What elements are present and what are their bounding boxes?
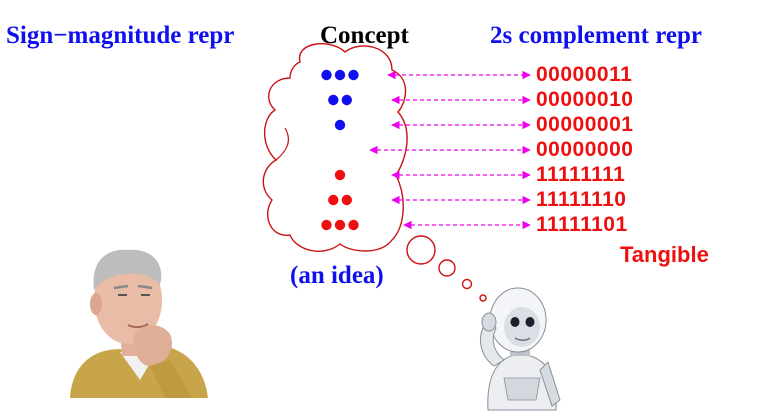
bit-pattern-0: 00000011 (536, 63, 633, 86)
man-hair (93, 249, 162, 290)
concept-dot-blue-2-0 (334, 119, 346, 131)
thought-bubble-medium (438, 259, 456, 277)
concept-dot-blue-0-2 (348, 69, 359, 81)
robot-face (504, 307, 540, 347)
bit-pattern-5: 11111110 (536, 188, 627, 211)
concept-dot-red-6-2 (348, 219, 359, 231)
robot-chest-panel (503, 377, 541, 401)
thought-bubble-tiny (479, 294, 487, 302)
concept-dot-blue-0-1 (334, 69, 346, 81)
thought-cloud (262, 43, 408, 252)
concept-dot-red-4-0 (334, 169, 346, 181)
tangible-label: Tangible (620, 242, 709, 267)
thought-bubble-small (461, 278, 473, 290)
thought-bubble-large (406, 235, 436, 265)
bit-pattern-6: 11111101 (536, 213, 628, 236)
man-hand (133, 325, 172, 366)
robot-eye-left (510, 317, 520, 327)
robot-eye-right (525, 317, 535, 327)
concept-dot-red-5-1 (341, 194, 352, 206)
bit-pattern-3: 00000000 (536, 138, 634, 161)
heading-twos-complement: 2s complement repr (490, 22, 702, 49)
concept-dot-red-6-1 (334, 219, 346, 231)
robot-hand (481, 312, 497, 332)
man-head (94, 256, 162, 344)
concept-dot-blue-1-0 (328, 94, 339, 106)
thinking-robot-illustration (479, 287, 561, 411)
man-ear (90, 293, 102, 315)
bit-pattern-4: 11111111 (536, 163, 626, 186)
robot-mouth (514, 337, 531, 341)
man-mouth (127, 323, 149, 329)
robot-arm-lowered (539, 361, 561, 407)
robot-arm-raised (479, 323, 505, 367)
bit-pattern-2: 00000001 (536, 113, 634, 136)
concept-dot-red-5-0 (328, 194, 339, 206)
heading-concept: Concept (320, 22, 409, 49)
concept-dot-blue-1-1 (341, 94, 352, 106)
thought-cloud-inner-curve (275, 127, 289, 161)
idea-label: (an idea) (290, 262, 384, 289)
bit-pattern-1: 00000010 (536, 88, 634, 111)
concept-dot-blue-0-0 (321, 69, 332, 81)
man-arm (150, 360, 192, 398)
thinking-man-illustration (70, 249, 208, 398)
heading-sign-magnitude: Sign−magnitude repr (6, 22, 235, 49)
man-eyebrows (113, 284, 153, 290)
concept-dot-red-6-0 (321, 219, 332, 231)
